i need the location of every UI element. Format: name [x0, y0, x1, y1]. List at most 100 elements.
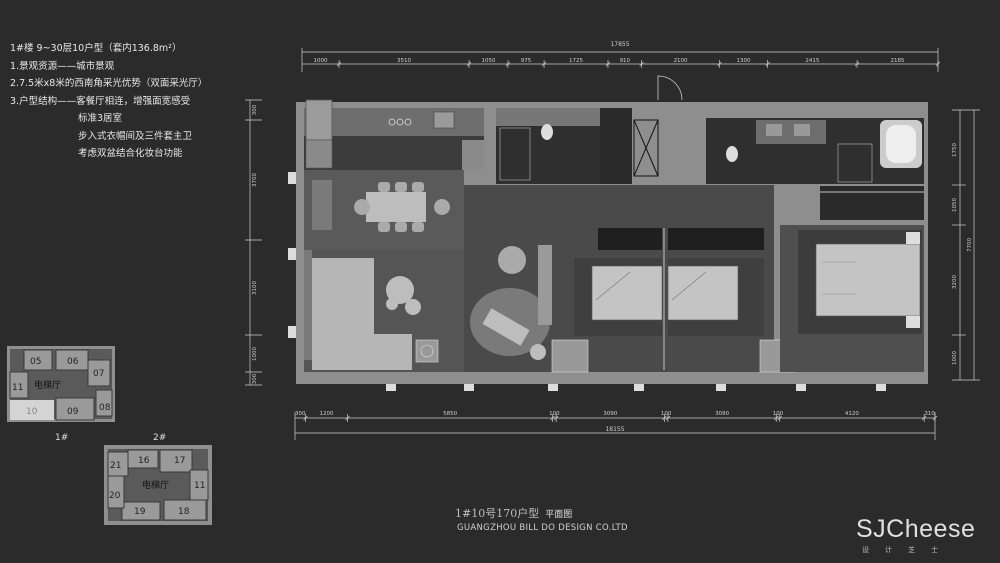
bottom-slash	[303, 415, 308, 421]
right-dim-3: 3200	[952, 275, 958, 289]
top-label: 1725	[569, 58, 583, 64]
top-total-dimension: 17855	[610, 41, 629, 48]
left-dimension-lines	[245, 99, 262, 386]
master-bed	[815, 243, 921, 317]
bottom-label: 310	[924, 411, 935, 417]
tv-cabinet	[304, 250, 312, 360]
shower-1	[499, 127, 531, 181]
keyplan-1-elevator-hall: 电梯厅	[34, 379, 61, 391]
top-label: 2185	[891, 58, 905, 64]
top-slash	[765, 61, 770, 67]
bottom-slash	[665, 415, 671, 421]
top-slash	[639, 61, 644, 67]
keyplan-1-unit-08: 08	[99, 403, 111, 413]
keyplan-1-unit-06: 06	[67, 357, 79, 367]
top-slash	[935, 61, 941, 67]
brand-logo: SJCheese	[856, 515, 976, 543]
wardrobe-3	[668, 228, 764, 250]
bottom-slash	[662, 415, 667, 421]
fridge	[305, 99, 333, 141]
top-label: 1000	[314, 58, 328, 64]
kitchen-sink	[433, 111, 455, 129]
top-label: 1050	[482, 58, 496, 64]
company-name: GUANGZHOU BILL DO DESIGN CO.LTD	[457, 523, 628, 533]
drawing-title-unit: 1#10号170户型	[455, 507, 540, 520]
top-slash	[541, 61, 547, 67]
note-structure: 3.户型结构——客餐厅相连，增强面宽感受	[10, 95, 191, 107]
keyplan-2-unit-11: 11	[194, 481, 205, 491]
top-slash	[605, 61, 611, 67]
bottom-slash	[553, 415, 559, 421]
note-vanity: 考虑双盆结合化妆台功能	[78, 148, 183, 159]
keyplan-1-label: 1#	[55, 433, 68, 443]
bedroom-2-bed	[591, 265, 663, 321]
left-dim-2: 3700	[252, 173, 258, 187]
right-dim-total: 7700	[967, 238, 973, 252]
window-mark	[876, 384, 886, 391]
keyplan-2-unit-17: 17	[174, 456, 185, 466]
entry-door	[657, 75, 683, 101]
brand-subtitle: 设计芝士	[862, 546, 954, 554]
keyplan-2-unit-16: 16	[138, 456, 150, 466]
bottom-dimension-lines	[294, 412, 938, 440]
keyplan-2-elevator-hall: 电梯厅	[142, 479, 169, 491]
bottom-label: 100	[773, 411, 784, 417]
top-slash	[505, 61, 511, 67]
sofa	[312, 258, 374, 334]
top-slash	[717, 61, 722, 67]
keyplan-2-unit-20: 20	[109, 491, 121, 501]
window-mark	[634, 384, 644, 391]
design-notes: 1#楼 9~30层10户型（套内136.8m²） 1.景观资源——城市景观 2.…	[10, 40, 207, 163]
entry-cabinet	[462, 140, 484, 170]
top-dimension-lines	[301, 48, 941, 72]
bottom-slash	[921, 415, 927, 421]
bottom-label: 100	[661, 411, 672, 417]
bedroom-3-bed	[667, 265, 739, 321]
bottom-slash	[932, 415, 938, 421]
right-dim-2: 1050	[952, 198, 958, 212]
note-bedrooms: 标准3居室	[78, 113, 123, 124]
cooktop-burner	[388, 118, 396, 126]
keyplan-2-unit-19: 19	[134, 507, 146, 517]
window-mark	[386, 384, 396, 391]
keyplan-1-unit-11: 11	[12, 383, 23, 393]
bookshelf	[538, 245, 552, 325]
bottom-label: 3090	[715, 411, 729, 417]
keyplan-1-unit-10: 10	[26, 407, 38, 417]
bottom-total-dimension: 18155	[605, 426, 624, 433]
keyplan-1-unit-05: 05	[30, 357, 41, 367]
right-dimension-lines	[952, 109, 980, 381]
top-label: 3510	[397, 58, 411, 64]
keyplan-1-unit-07: 07	[93, 369, 104, 379]
toilet-1	[541, 124, 553, 140]
keyplan-2: 16 17 11 18 19 20 21 电梯厅	[104, 445, 212, 525]
right-dim-4: 1000	[952, 351, 958, 365]
bottom-slash	[550, 415, 555, 421]
chaise	[482, 308, 530, 346]
right-dim-1: 1750	[952, 143, 958, 157]
top-slash	[336, 61, 342, 67]
keyplan-1-current-unit	[10, 400, 54, 420]
top-slash	[854, 61, 860, 67]
keyplan-1: 05 06 07 08 09 10 11 电梯厅	[7, 346, 115, 422]
lounge-chair	[498, 246, 526, 274]
bottom-label: 300	[295, 411, 306, 417]
toilet-2	[726, 146, 738, 162]
top-slash	[466, 61, 472, 67]
top-label: 910	[620, 58, 631, 64]
keyplan-2-unit-21: 21	[110, 461, 121, 471]
bottom-slash	[345, 415, 350, 421]
bottom-label: 4120	[845, 411, 859, 417]
top-label: 2100	[674, 58, 688, 64]
coffee-table	[386, 276, 414, 304]
window-mark	[548, 384, 558, 391]
drawing-title: 1#10号170户型平面图	[455, 505, 572, 521]
note-lighting: 2.7.5米x8米的西南角采光优势（双面采光厅）	[10, 78, 208, 89]
drawing-title-suffix: 平面图	[545, 510, 573, 520]
left-dim-1: 300	[252, 104, 258, 115]
window-mark	[716, 384, 726, 391]
window-mark	[796, 384, 806, 391]
note-master-suite: 步入式衣帽间及三件套主卫	[78, 130, 193, 142]
top-label: 2415	[805, 58, 819, 64]
